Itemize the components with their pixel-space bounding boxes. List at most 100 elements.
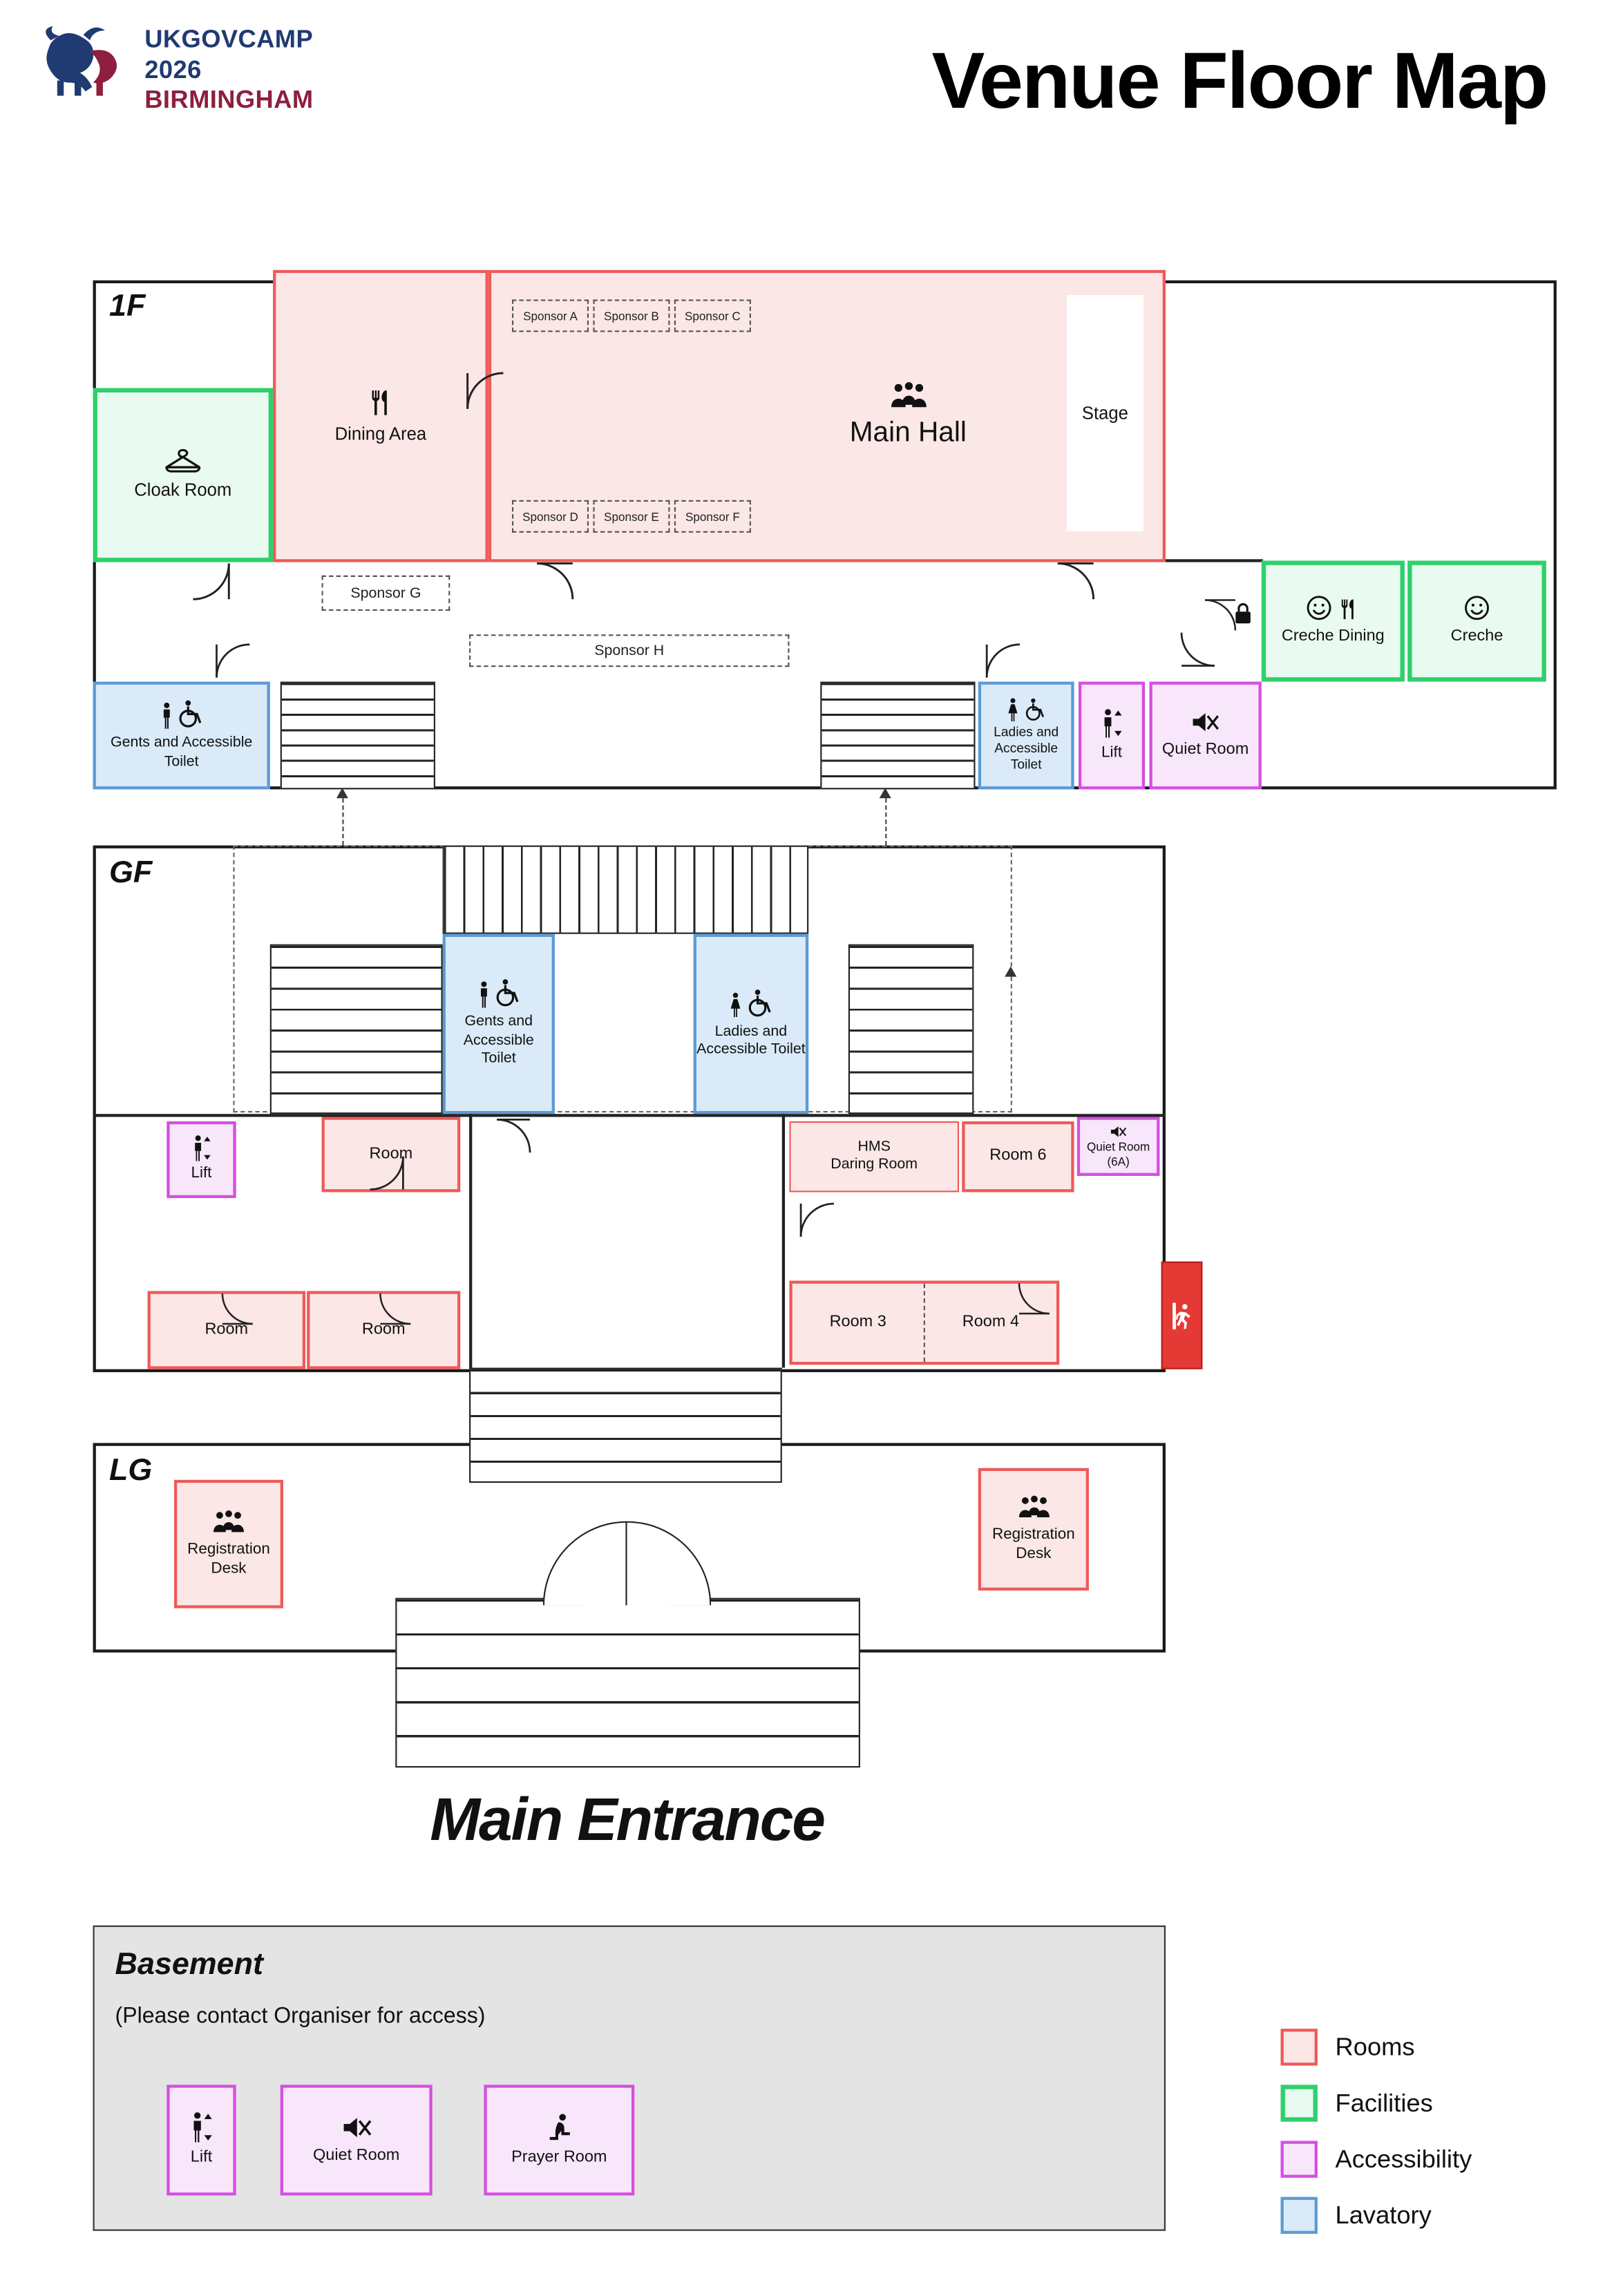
legend-facilities-label: Facilities — [1335, 2088, 1433, 2117]
logo-line3: BIRMINGHAM — [144, 86, 314, 115]
floor-1f-label: 1F — [109, 289, 146, 323]
lift-basement-label: Lift — [190, 2148, 213, 2167]
direction-arrow — [879, 788, 891, 799]
prayer-room: Prayer Room — [484, 2085, 635, 2196]
room-divider — [923, 1283, 925, 1362]
stage-label: Stage — [1081, 401, 1128, 423]
basement-outline — [93, 1925, 1166, 2231]
main-hall-label: Main Hall — [849, 417, 967, 449]
ladies-toilet-gf-label: Ladies and Accessible Toilet — [696, 1023, 806, 1059]
room-gf-bottom-2: Room — [307, 1291, 461, 1369]
walking-path — [885, 798, 887, 846]
main-entrance-label: Main Entrance — [430, 1785, 826, 1854]
door-arc — [192, 562, 231, 601]
woman-icon — [729, 991, 742, 1017]
exit-run-icon — [1170, 1300, 1193, 1330]
door-arc — [1018, 1282, 1050, 1315]
wheelchair-icon — [176, 699, 202, 729]
room-3-label: Room 3 — [829, 1312, 886, 1331]
gents-accessible-toilet-1f: Gents and Accessible Toilet — [93, 681, 270, 790]
woman-icon — [1006, 697, 1019, 721]
legend-rooms-swatch — [1280, 2029, 1318, 2066]
quiet-room-6a-label: Quiet Room (6A) — [1087, 1139, 1150, 1168]
dining-area: Dining Area — [273, 269, 488, 562]
door-arc — [1180, 632, 1215, 667]
lift-icon — [188, 2112, 214, 2143]
legend-facilities-swatch — [1280, 2085, 1318, 2122]
wall — [781, 1114, 784, 1368]
door-arc — [216, 643, 251, 679]
sponsor-g: Sponsor G — [321, 575, 450, 611]
stairs — [442, 845, 809, 934]
entrance-stairs — [395, 1597, 860, 1768]
quiet-room-basement: Quiet Room — [280, 2085, 433, 2196]
floor-lg-label: LG — [109, 1453, 153, 1488]
registration-desk-left: Registration Desk — [173, 1479, 283, 1609]
legend-rooms: Rooms — [1280, 2029, 1415, 2066]
sponsor-d: Sponsor D — [511, 500, 589, 533]
lift-icon — [1099, 708, 1125, 738]
stairs — [269, 944, 443, 1114]
door-arc — [1056, 562, 1095, 601]
room-gf-bottom-1: Room — [147, 1291, 306, 1369]
stairs — [469, 1367, 782, 1483]
dining-area-label: Dining Area — [334, 422, 427, 444]
people-icon — [209, 1509, 248, 1534]
basement-note: (Please contact Organiser for access) — [115, 2003, 486, 2029]
muted-speaker-icon — [1110, 1123, 1128, 1138]
muted-speaker-icon — [1190, 710, 1220, 734]
room-4: Room 4 — [925, 1284, 1056, 1362]
people-icon — [1014, 1495, 1053, 1519]
room-gf-bottom-2-label: Room — [361, 1320, 406, 1338]
room-3: Room 3 — [792, 1284, 924, 1362]
logo-line1: UKGOVCAMP — [144, 25, 314, 53]
registration-desk-right: Registration Desk — [978, 1468, 1089, 1591]
door-arc — [379, 1293, 412, 1325]
room-gf-top: Room — [321, 1117, 461, 1193]
legend-facilities: Facilities — [1280, 2085, 1433, 2122]
ukgovcamp-logo-icon — [46, 26, 117, 96]
door-arc — [221, 1293, 254, 1325]
ladies-accessible-toilet-1f: Ladies and Accessible Toilet — [978, 681, 1074, 790]
room-gf-bottom-1-label: Room — [205, 1320, 249, 1338]
registration-desk-left-label: Registration Desk — [187, 1540, 270, 1577]
lift-1f-label: Lift — [1101, 743, 1122, 761]
sponsor-a: Sponsor A — [511, 299, 589, 332]
sponsor-b: Sponsor B — [593, 299, 670, 332]
room-4-label: Room 4 — [962, 1312, 1020, 1331]
direction-arrow — [336, 788, 348, 799]
creche: Creche — [1407, 560, 1546, 682]
quiet-room-6a: Quiet Room (6A) — [1076, 1117, 1160, 1176]
prayer-room-label: Prayer Room — [511, 2147, 607, 2165]
door-arc — [466, 372, 505, 410]
lift-basement: Lift — [167, 2085, 236, 2196]
gents-toilet-gf-label: Gents and Accessible Toilet — [463, 1014, 534, 1068]
wheelchair-icon — [493, 978, 520, 1008]
hms-daring-room-label: HMS Daring Room — [831, 1138, 918, 1173]
legend-lavatory: Lavatory — [1280, 2197, 1432, 2234]
wheelchair-icon — [1024, 697, 1046, 721]
stairs — [280, 681, 435, 790]
legend-lavatory-swatch — [1280, 2197, 1318, 2234]
prayer-icon — [544, 2112, 574, 2142]
room-3-4-block: Room 3 Room 4 — [789, 1280, 1060, 1365]
stage: Stage — [1066, 295, 1143, 531]
hms-daring-room: HMS Daring Room — [789, 1121, 960, 1193]
wall — [1165, 559, 1263, 562]
creche-label: Creche — [1450, 627, 1503, 645]
main-hall: Main Hall — [488, 269, 1166, 562]
entrance-door-leaf — [625, 1521, 627, 1606]
stairs — [820, 681, 976, 790]
stairs — [848, 944, 974, 1114]
man-icon — [477, 982, 489, 1008]
creche-dining-label: Creche Dining — [1281, 627, 1385, 645]
sponsor-h: Sponsor H — [469, 634, 790, 667]
wall — [93, 1114, 1166, 1117]
door-arc — [985, 643, 1021, 679]
room-6-label: Room 6 — [989, 1146, 1047, 1165]
emergency-exit — [1161, 1261, 1203, 1369]
legend-lavatory-label: Lavatory — [1335, 2200, 1432, 2229]
cloak-room: Cloak Room — [93, 388, 274, 562]
legend-rooms-label: Rooms — [1335, 2032, 1415, 2061]
floor-gf-label: GF — [109, 855, 153, 890]
